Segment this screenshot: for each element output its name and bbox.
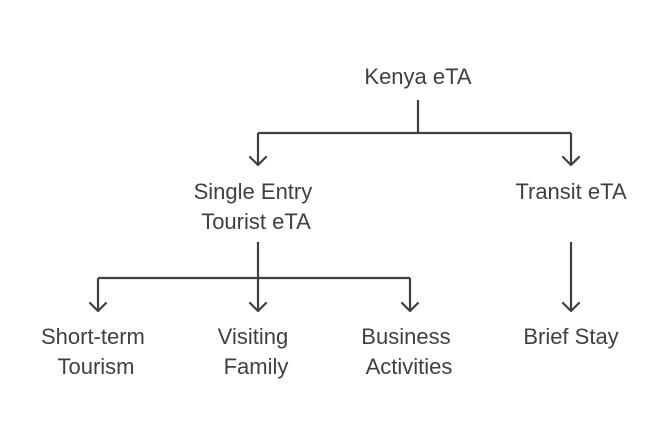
node-business-line-2: Activities: [366, 354, 453, 379]
arrow-to-business-icon: [400, 301, 420, 313]
node-transit-eta: Transit eTA: [515, 179, 627, 204]
arrow-to-brief-stay-icon: [561, 301, 581, 313]
node-single-entry-tourist-eta: Single Entry Tourist eTA: [194, 179, 319, 234]
node-transit-line-1: Transit eTA: [515, 179, 627, 204]
node-visiting-family: Visiting Family: [218, 324, 295, 379]
node-single-entry-line-2: Tourist eTA: [201, 209, 311, 234]
node-visiting-line-2: Family: [224, 354, 289, 379]
node-business-activities: Business Activities: [361, 324, 456, 379]
node-brief-stay-line-1: Brief Stay: [523, 324, 618, 349]
node-short-term-line-2: Tourism: [57, 354, 134, 379]
node-single-entry-line-1: Single Entry: [194, 179, 313, 204]
node-business-line-1: Business: [361, 324, 450, 349]
arrow-to-short-term-icon: [88, 301, 108, 313]
arrow-to-transit-icon: [561, 155, 581, 167]
node-short-term-line-1: Short-term: [41, 324, 145, 349]
node-short-term-tourism: Short-term Tourism: [41, 324, 151, 379]
node-brief-stay: Brief Stay: [523, 324, 618, 349]
node-kenya-eta: Kenya eTA: [364, 64, 472, 89]
arrow-to-single-entry-icon: [248, 155, 268, 167]
node-visiting-line-1: Visiting: [218, 324, 289, 349]
arrow-to-visiting-icon: [248, 301, 268, 313]
